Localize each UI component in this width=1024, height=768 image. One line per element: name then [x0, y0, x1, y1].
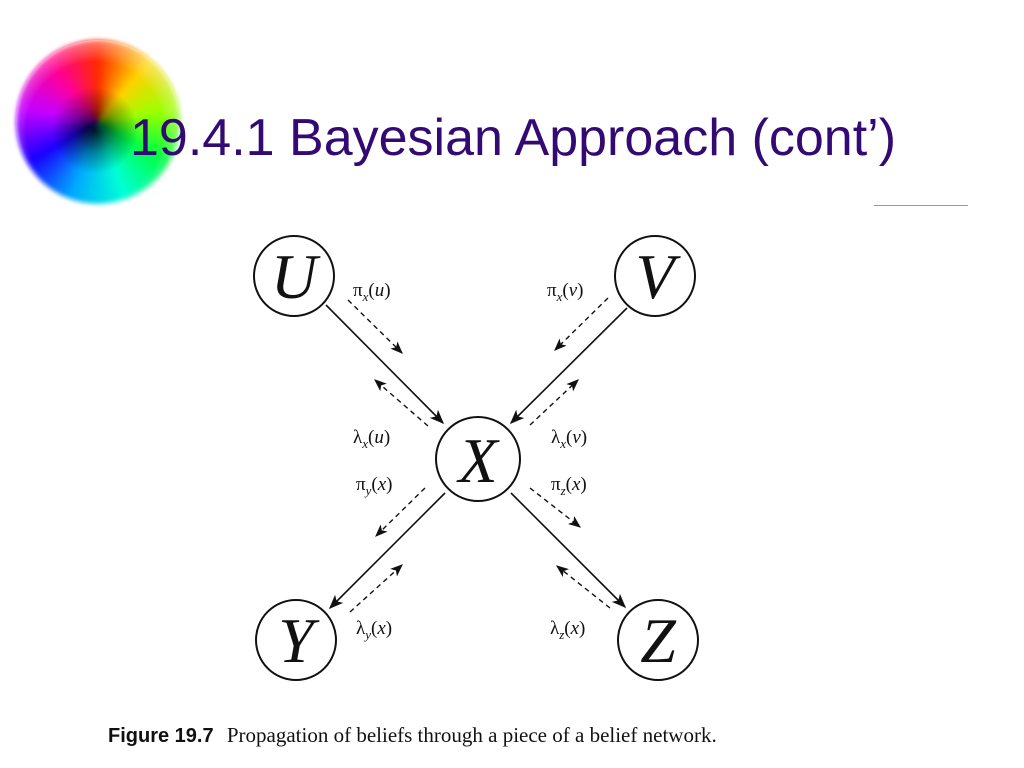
label-lambda-z-x: λz(x)	[550, 618, 585, 642]
message-arrow-lambda-z-x	[556, 565, 611, 609]
node-y-label: Y	[278, 605, 320, 676]
label-lambda-y-x: λy(x)	[356, 618, 392, 642]
node-u: U	[253, 235, 335, 317]
message-arrow-lambda-x-u	[374, 379, 429, 427]
message-arrow-pi-z-x	[529, 487, 581, 528]
figure-caption-text: Propagation of beliefs through a piece o…	[226, 723, 717, 747]
message-arrow-lambda-y-x	[349, 564, 403, 613]
title-underline-rule	[874, 205, 968, 206]
label-pi-x-v: πx(v)	[547, 280, 583, 304]
label-pi-z-x: πz(x)	[551, 474, 587, 498]
label-lambda-x-u: λx(u)	[353, 427, 390, 451]
slide-title: 19.4.1 Bayesian Approach (cont’)	[130, 109, 897, 167]
edge-x-to-y	[328, 492, 446, 610]
node-z-label: Z	[640, 605, 677, 676]
figure-label: Figure 19.7	[108, 725, 214, 747]
edge-x-to-z	[510, 492, 627, 609]
node-z: Z	[617, 599, 699, 681]
message-arrow-pi-y-x	[375, 487, 426, 537]
figure-caption: Figure 19.7 Propagation of beliefs throu…	[108, 723, 717, 748]
message-arrow-pi-x-v	[554, 297, 609, 351]
node-u-label: U	[271, 241, 321, 312]
node-x-label: X	[455, 425, 500, 496]
node-x: X	[435, 416, 521, 502]
label-lambda-x-v: λx(v)	[551, 427, 587, 451]
label-pi-x-u: πx(u)	[353, 280, 391, 304]
message-arrow-pi-x-u	[347, 299, 403, 354]
label-pi-y-x: πy(x)	[356, 474, 392, 498]
node-v-label: V	[635, 241, 681, 312]
edge-u-to-x	[325, 304, 445, 425]
color-wheel-logo-shading	[16, 40, 180, 204]
message-arrow-lambda-x-v	[529, 379, 579, 426]
node-v: V	[614, 235, 696, 317]
edge-v-to-x	[509, 307, 628, 425]
node-y: Y	[255, 599, 337, 681]
